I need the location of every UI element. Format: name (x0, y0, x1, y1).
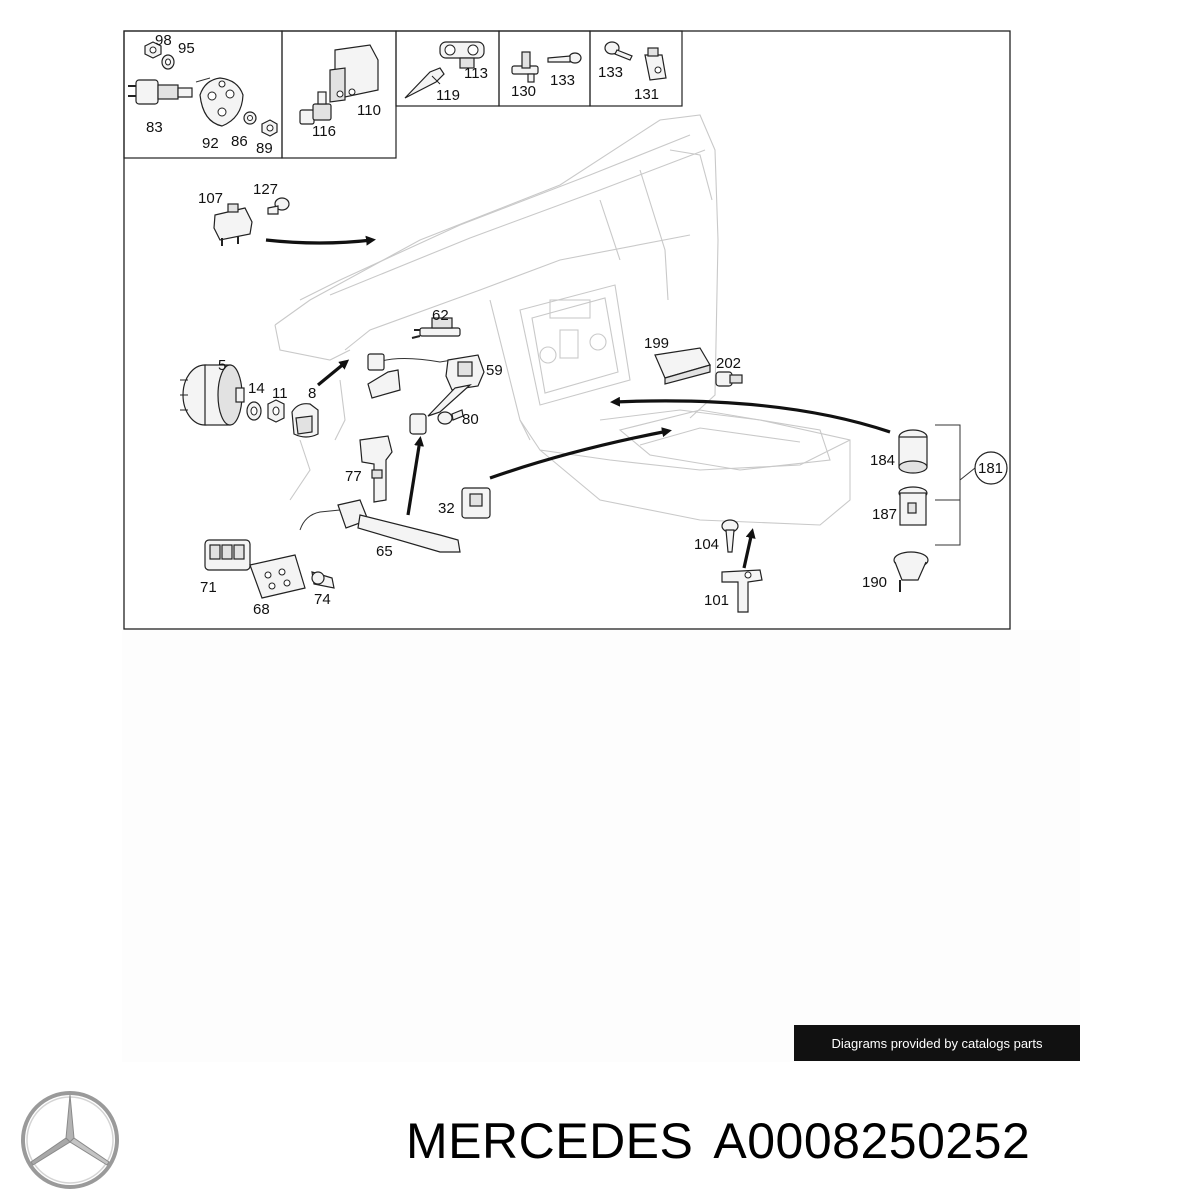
part-116-bulb-holder (299, 91, 332, 125)
callout-59: 59 (486, 362, 503, 379)
part-74-bulb (311, 571, 335, 589)
callout-133-b: 133 (598, 64, 623, 81)
part-131-clip (644, 47, 667, 81)
part-83-switch (128, 77, 211, 105)
part-77-bracket (359, 435, 393, 503)
watermark-text: Diagrams provided by catalogs parts (831, 1035, 1043, 1051)
callout-86: 86 (231, 133, 248, 150)
parts-diagram: 98 95 83 92 86 89 116 110 113 119 130 13… (123, 30, 1011, 630)
part-101-bracket (721, 569, 763, 613)
callout-62: 62 (432, 307, 449, 324)
part-110-relay-block (329, 44, 379, 103)
callout-184: 184 (870, 452, 895, 469)
callout-65: 65 (376, 543, 393, 560)
part-119-pin (404, 67, 445, 99)
callout-190: 190 (862, 574, 887, 591)
callout-202: 202 (716, 355, 741, 372)
callout-101: 101 (704, 592, 729, 609)
part-202-bulb (715, 371, 743, 387)
part-62-contacts (411, 317, 461, 339)
part-127-screw (267, 197, 290, 215)
part-5-ignition-lock (180, 364, 245, 426)
diagram-background (122, 630, 1080, 1062)
callout-110: 110 (357, 102, 381, 119)
part-number: A0008250252 (713, 1113, 1031, 1169)
watermark-banner: Diagrams provided by catalogs parts (794, 1025, 1080, 1061)
footer-title: MERCEDES A0008250252 (406, 1108, 1030, 1174)
part-32-switch (461, 487, 491, 519)
dashboard-outline (274, 114, 851, 526)
callout-130: 130 (511, 83, 536, 100)
part-130-bracket (511, 51, 539, 83)
part-190-lighter-ring (893, 551, 929, 592)
callout-labels: 98 95 83 92 86 89 116 110 113 119 130 13… (146, 32, 1003, 618)
part-184-lighter-insert (898, 429, 928, 474)
callout-95: 95 (178, 40, 195, 57)
callout-80: 80 (462, 411, 479, 428)
part-199-cover (654, 347, 711, 385)
inset-boxes (123, 30, 683, 159)
part-86-lockwasher (243, 111, 257, 125)
part-133-screw-b (604, 41, 633, 61)
callout-71: 71 (200, 579, 217, 596)
assembly-arrows (265, 235, 891, 569)
callout-127: 127 (253, 181, 278, 198)
callout-98: 98 (155, 32, 172, 49)
callout-8: 8 (308, 385, 316, 402)
brand-name: MERCEDES (406, 1113, 694, 1169)
part-80-screw (437, 409, 464, 425)
part-133-screw-a (547, 52, 582, 64)
callout-83: 83 (146, 119, 163, 136)
callout-74: 74 (314, 591, 331, 608)
callout-92: 92 (202, 135, 219, 152)
callout-5: 5 (218, 357, 226, 374)
mercedes-star-icon (21, 1091, 119, 1189)
part-98-nut (144, 41, 162, 59)
part-187-lighter-socket (898, 486, 928, 526)
callout-187: 187 (872, 506, 897, 523)
part-89-nut (261, 119, 278, 137)
part-14-washer (246, 401, 262, 421)
callout-199: 199 (644, 335, 669, 352)
callout-181: 181 (978, 460, 1003, 477)
part-68-connector (249, 554, 306, 599)
callout-107: 107 (198, 190, 223, 207)
callout-131: 131 (634, 86, 659, 103)
callout-68: 68 (253, 601, 270, 618)
callout-113: 113 (464, 65, 488, 82)
part-95-washer (161, 54, 175, 70)
callout-181-bracket (935, 424, 1008, 546)
part-92-plate (199, 77, 244, 127)
callout-77: 77 (345, 468, 362, 485)
part-65-wiper-switch (299, 499, 461, 553)
part-107-microswitch (213, 203, 253, 246)
callout-133-a: 133 (550, 72, 575, 89)
callout-119: 119 (436, 87, 460, 104)
callout-11: 11 (272, 385, 288, 402)
callout-89: 89 (256, 140, 273, 157)
callout-32: 32 (438, 500, 455, 517)
part-59-combination-switch (367, 353, 485, 435)
part-8-knob (291, 403, 319, 438)
callout-116: 116 (312, 123, 336, 140)
part-11-nut (267, 399, 285, 423)
part-71-panel (204, 539, 251, 571)
callout-104: 104 (694, 536, 719, 553)
callout-14: 14 (248, 380, 265, 397)
part-113-connector (439, 41, 485, 69)
part-104-screw (721, 519, 739, 553)
